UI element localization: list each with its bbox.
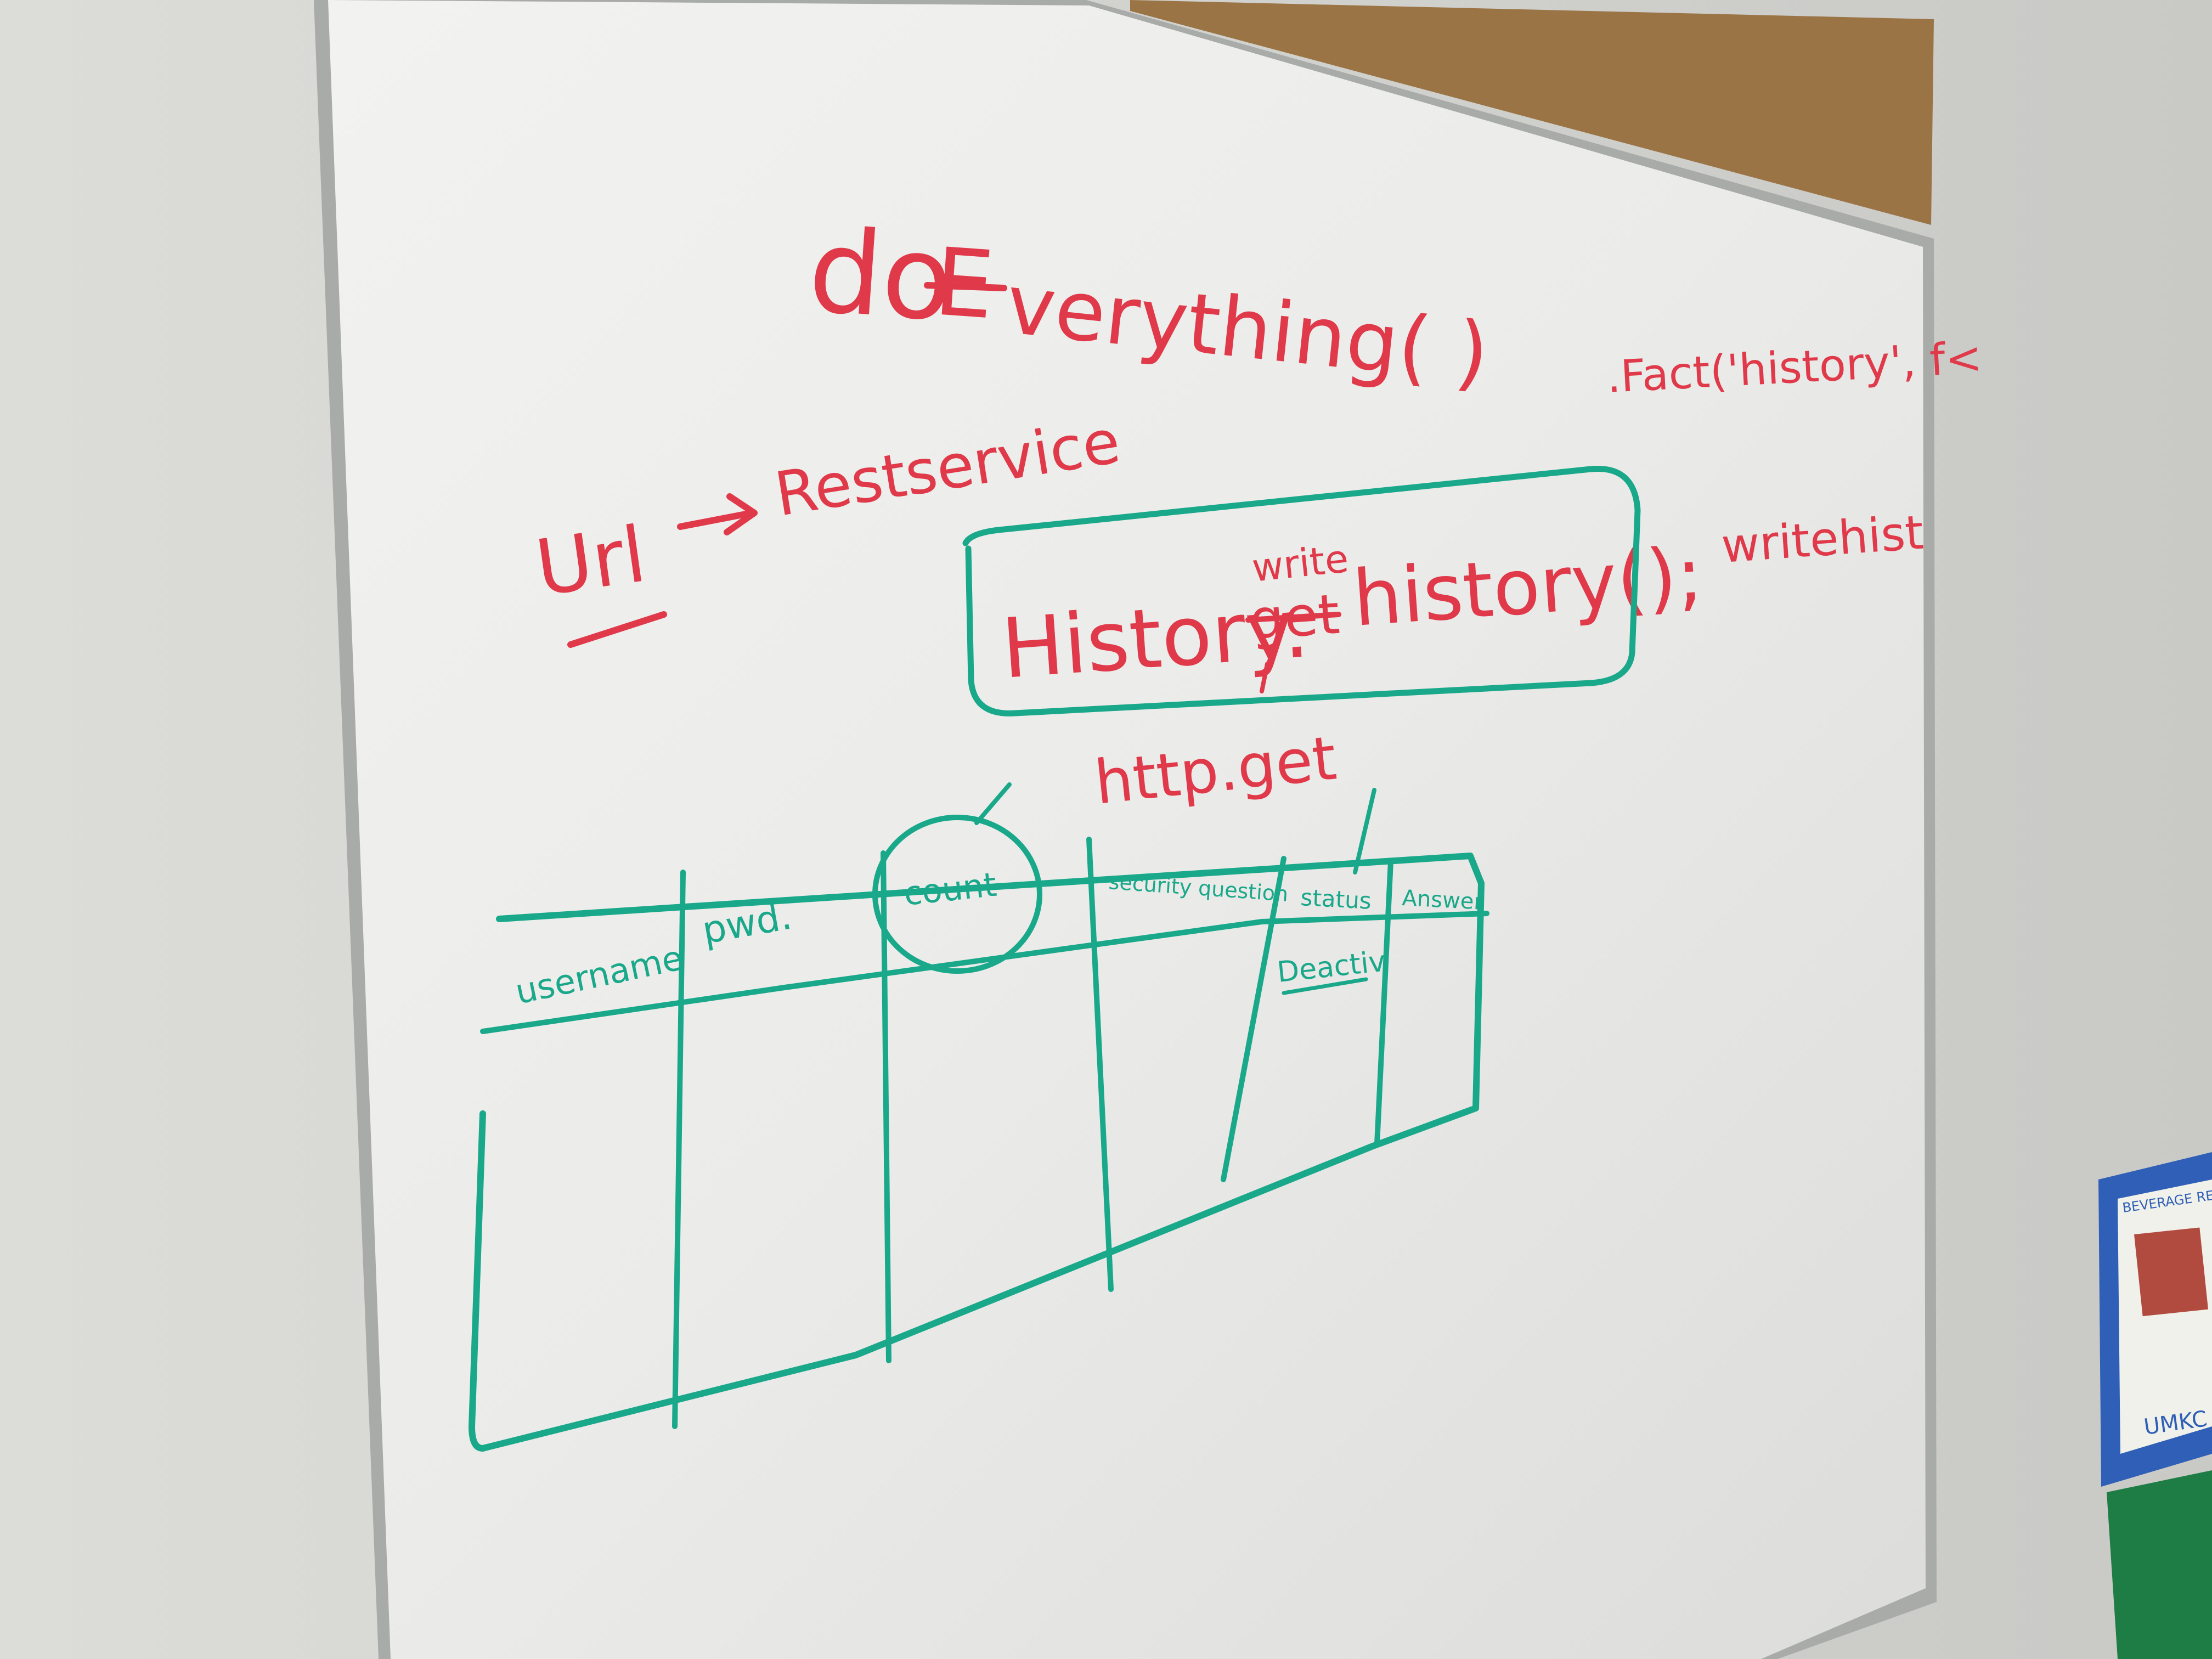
status-tick — [1353, 788, 1376, 874]
title-strike — [924, 282, 1007, 291]
count-circle — [872, 815, 1042, 974]
call-inserted: write — [1250, 536, 1351, 591]
table-divider-1 — [672, 870, 686, 1429]
recycling-bin — [2107, 1470, 2212, 1659]
title-prefix: do — [805, 203, 957, 347]
arrow — [677, 493, 758, 535]
insert-caret — [1260, 662, 1269, 693]
poster: BEVERAGE RECYCLING UMKC — [2098, 1152, 2212, 1659]
table-divider-3 — [1086, 837, 1114, 1292]
call-box — [962, 465, 1641, 716]
url-underline — [567, 611, 667, 648]
table-outline — [469, 853, 1485, 1452]
table-header-4: status — [1300, 884, 1372, 915]
poster-photo — [2134, 1227, 2209, 1317]
table-header-line — [480, 911, 1489, 1034]
table-divider-2 — [881, 850, 891, 1363]
whiteboard-surface — [328, 0, 1926, 1659]
table-divider-4 — [1221, 856, 1286, 1182]
call-strike — [1245, 612, 1341, 623]
cork-strip — [1130, 0, 1934, 225]
count-tick — [974, 782, 1012, 825]
call-prefix: History. — [998, 580, 1312, 697]
status-underline — [1282, 977, 1368, 995]
table-divider-5 — [1374, 859, 1393, 1147]
url-label: Url — [531, 510, 651, 614]
table-header-5: Answer — [1401, 885, 1483, 915]
